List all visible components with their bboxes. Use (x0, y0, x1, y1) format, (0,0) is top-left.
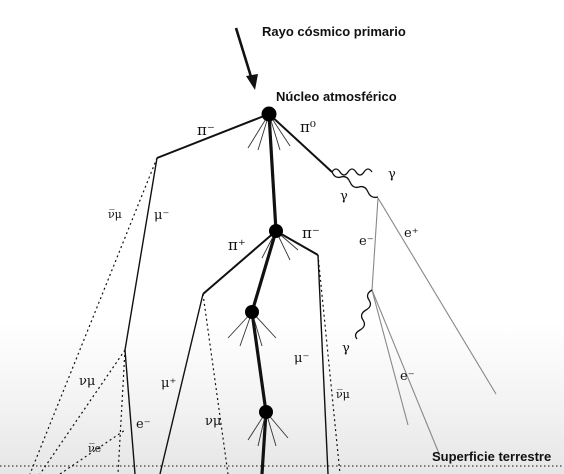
e-minus-shower-label: e⁻ (359, 234, 374, 249)
pi-zero-label: π⁰ (300, 118, 316, 136)
hadron-trunk (250, 112, 278, 474)
nu-mu-left-label: νμ (79, 374, 95, 389)
pi-plus-label: π⁺ (228, 236, 246, 254)
e-minus-bottom-label: e⁻ (136, 417, 151, 432)
gamma-2-label: γ (340, 189, 348, 204)
mu-plus-label: μ⁺ (161, 376, 176, 391)
nucleus-label: Núcleo atmosférico (276, 89, 397, 104)
mu-minus-left-label: μ⁻ (154, 208, 169, 223)
nu-mu-mid-label: νμ (205, 414, 221, 429)
e-minus-lower-label: e⁻ (400, 369, 415, 384)
primary-ray-label: Rayo cósmico primario (262, 24, 406, 39)
neutrino-dotted-lines (29, 157, 341, 474)
antinu-mu-right-label: ν̅μ (336, 388, 350, 401)
antinu-mu-left-label: ν̅μ (108, 208, 122, 221)
vertex-atmospheric-nucleus (261, 106, 277, 122)
antinu-e-label: ν̅e (88, 442, 101, 455)
gamma-1-label: γ (388, 167, 396, 182)
em-cascade (331, 168, 497, 457)
e-plus-shower-label: e⁺ (404, 226, 419, 241)
pi-minus-left-label: π⁻ (197, 121, 215, 139)
vertex-third (245, 305, 259, 319)
first-branches (124, 113, 333, 474)
mu-minus-right-label: μ⁻ (294, 351, 309, 366)
primary-ray-arrow (234, 27, 258, 90)
surface-label: Superficie terrestre (432, 449, 551, 464)
second-branches (159, 230, 329, 474)
pi-minus-mid-label: π⁻ (302, 224, 320, 242)
vertex-fourth (259, 405, 273, 419)
vertex-second (269, 224, 283, 238)
gamma-3-label: γ (342, 341, 350, 356)
interaction-vertices (245, 106, 283, 419)
